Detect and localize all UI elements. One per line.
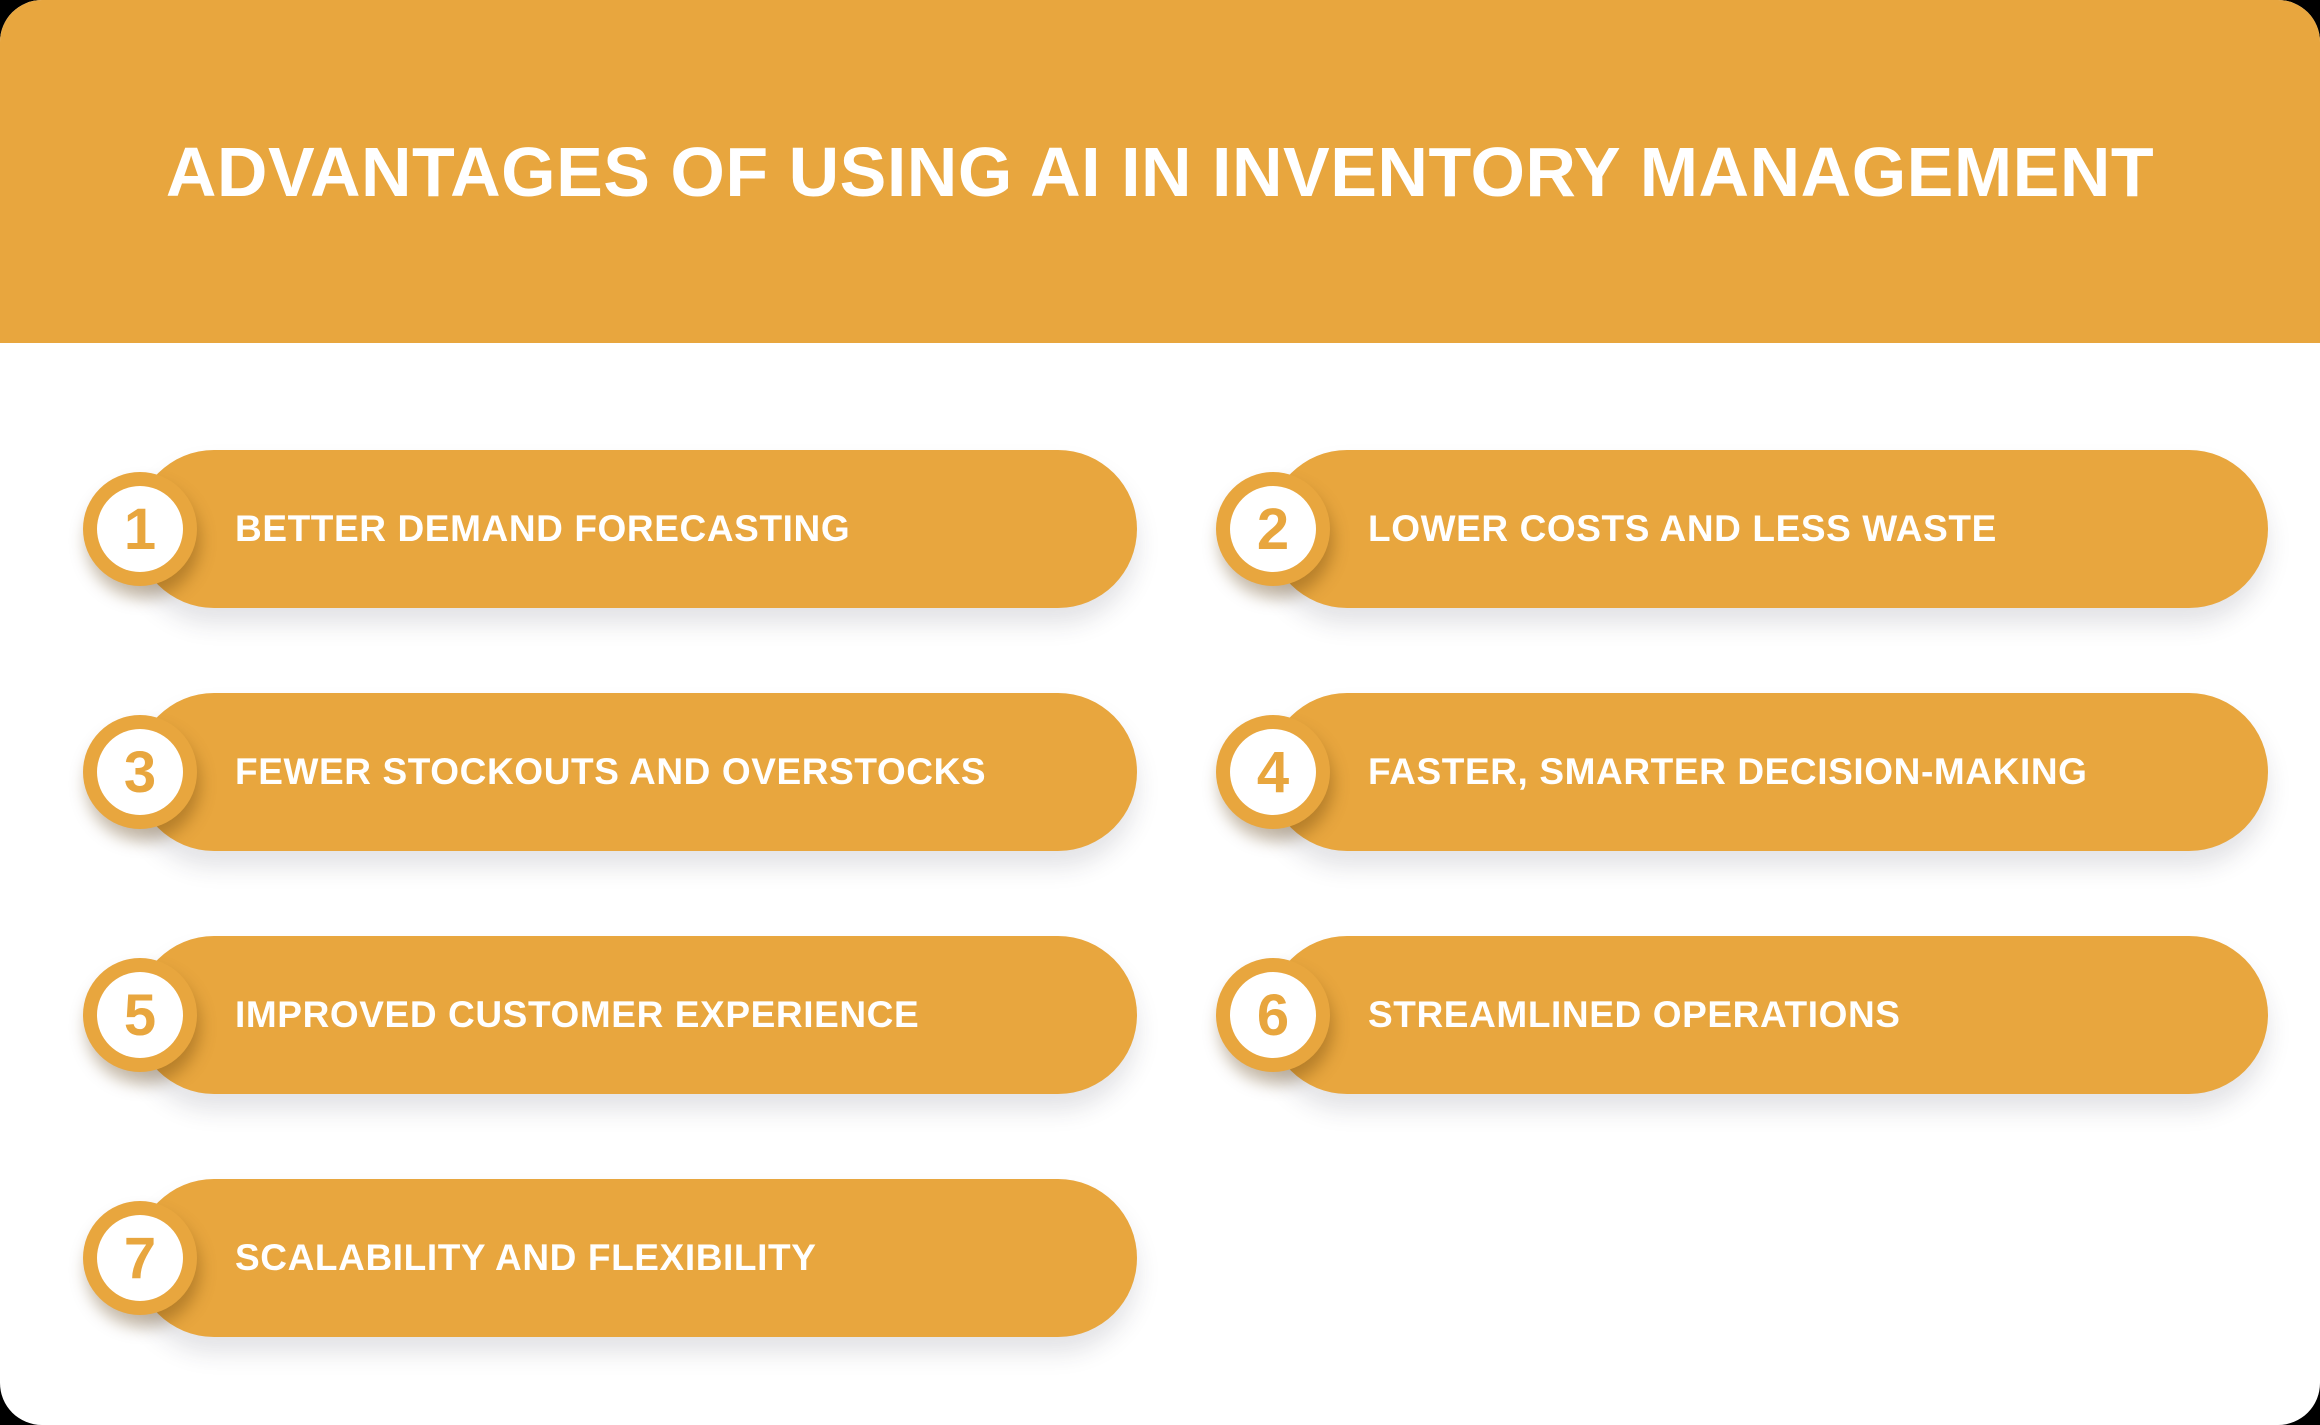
number-badge-disc: 6 xyxy=(1230,972,1316,1058)
number-badge-2: 2 xyxy=(1216,472,1330,586)
number-badge-value: 6 xyxy=(1256,983,1290,1048)
number-badge-value: 3 xyxy=(123,740,157,805)
number-badge-value: 7 xyxy=(123,1226,157,1291)
page-title: ADVANTAGES OF USING AI IN INVENTORY MANA… xyxy=(165,132,2155,211)
advantage-label: FASTER, SMARTER DECISION-MAKING xyxy=(1368,751,2088,792)
number-badge-disc: 4 xyxy=(1230,729,1316,815)
header-banner: ADVANTAGES OF USING AI IN INVENTORY MANA… xyxy=(0,0,2320,343)
advantage-pill-2: 2 LOWER COSTS AND LESS WASTE xyxy=(1216,450,2268,608)
number-badge-6: 6 xyxy=(1216,958,1330,1072)
advantage-label: BETTER DEMAND FORECASTING xyxy=(235,508,851,549)
number-badge-disc: 3 xyxy=(97,729,183,815)
number-badge-value: 2 xyxy=(1256,497,1290,562)
number-badge-disc: 1 xyxy=(97,486,183,572)
number-badge-7: 7 xyxy=(83,1201,197,1315)
advantage-pill-7: 7 SCALABILITY AND FLEXIBILITY xyxy=(83,1179,1137,1337)
advantage-label: STREAMLINED OPERATIONS xyxy=(1368,994,1901,1035)
number-badge-5: 5 xyxy=(83,958,197,1072)
advantage-pill-3: 3 FEWER STOCKOUTS AND OVERSTOCKS xyxy=(83,693,1137,851)
number-badge-disc: 5 xyxy=(97,972,183,1058)
advantage-pill-5: 5 IMPROVED CUSTOMER EXPERIENCE xyxy=(83,936,1137,1094)
advantage-pill-1: 1 BETTER DEMAND FORECASTING xyxy=(83,450,1137,608)
number-badge-value: 1 xyxy=(123,497,157,562)
advantage-pill-6: 6 STREAMLINED OPERATIONS xyxy=(1216,936,2268,1094)
number-badge-4: 4 xyxy=(1216,715,1330,829)
advantage-label: IMPROVED CUSTOMER EXPERIENCE xyxy=(235,994,920,1035)
number-badge-disc: 7 xyxy=(97,1215,183,1301)
advantage-label: FEWER STOCKOUTS AND OVERSTOCKS xyxy=(235,751,987,792)
number-badge-1: 1 xyxy=(83,472,197,586)
number-badge-value: 4 xyxy=(1256,740,1290,805)
number-badge-value: 5 xyxy=(123,983,157,1048)
advantage-pill-4: 4 FASTER, SMARTER DECISION-MAKING xyxy=(1216,693,2268,851)
number-badge-3: 3 xyxy=(83,715,197,829)
number-badge-disc: 2 xyxy=(1230,486,1316,572)
advantages-grid: 1 BETTER DEMAND FORECASTING 2 LOWER COST… xyxy=(83,450,2268,1337)
advantage-label: SCALABILITY AND FLEXIBILITY xyxy=(235,1237,817,1278)
advantage-label: LOWER COSTS AND LESS WASTE xyxy=(1368,508,1997,549)
